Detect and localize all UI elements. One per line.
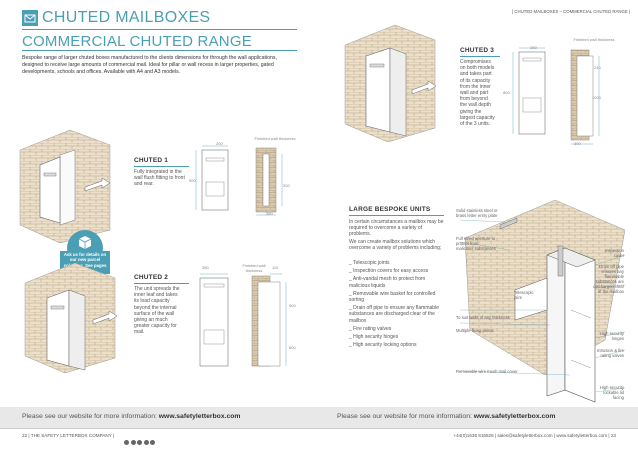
list-item: _ Removable wire basket for controlled s… bbox=[349, 290, 436, 304]
instagram-icon[interactable] bbox=[150, 440, 155, 445]
linkedin-icon[interactable] bbox=[137, 440, 142, 445]
list-item: _ High security hinges bbox=[349, 334, 399, 341]
footer-page-left: 22 | THE SAFETY LETTERBOX COMPANY | bbox=[22, 433, 115, 438]
chuted1-wall-label: Finished wall thickness bbox=[254, 136, 296, 141]
chuted3-dim-wall: 300 bbox=[574, 141, 581, 146]
label-fire-valves: Intrusion & fire rating valves bbox=[597, 348, 624, 358]
bespoke-intro1: In certain circumstances a mailbox may b… bbox=[349, 219, 444, 238]
chuted3-wall-label: Finished wall thickness bbox=[573, 37, 615, 42]
page-subtitle: COMMERCIAL CHUTED RANGE bbox=[22, 33, 252, 50]
mailbox-icon bbox=[22, 10, 38, 26]
label-telescopic-joint: Telescopic joint bbox=[514, 290, 534, 300]
footer-cta-left: Please see our website for more informat… bbox=[22, 413, 240, 420]
list-item: _ Inspection covers for easy access bbox=[349, 268, 429, 275]
chuted1-dim-wall: 380 bbox=[266, 211, 273, 216]
intro-paragraph: Bespoke range of larger chuted boxes man… bbox=[22, 55, 277, 76]
list-item: _ Anti-vandal mesh to protect from malic… bbox=[349, 276, 426, 289]
chuted1-dim-depth: 300 bbox=[283, 183, 290, 188]
chuted3-heading: CHUTED 3 bbox=[460, 47, 495, 54]
bespoke-list: _ Telescopic joints _ Inspection covers … bbox=[349, 260, 441, 350]
list-item: _ Drain off pipe to ensure any flammable… bbox=[349, 305, 439, 324]
label-lockable-lid: High security lockable lid facing bbox=[599, 385, 624, 400]
chuted1-text: Fully integrated in the wall flush fitti… bbox=[134, 169, 185, 188]
title-block bbox=[22, 10, 38, 31]
chuted2-dim-height: 900 bbox=[289, 303, 296, 308]
label-drain-pipe: Drain off pipe ensures any flammable sub… bbox=[593, 264, 624, 294]
label-aperture: Full sized aperture to protect from mali… bbox=[456, 236, 496, 251]
footer-cta-right-text: Please see our website for more informat… bbox=[337, 413, 474, 420]
bespoke-heading: LARGE BESPOKE UNITS bbox=[349, 206, 431, 213]
label-fixing-points: Multiple fixing points bbox=[456, 328, 494, 333]
twitter-icon[interactable] bbox=[130, 440, 136, 445]
chuted3-dim-height: 800 bbox=[503, 90, 510, 95]
footer-link-right[interactable]: www.safetyletterbox.com bbox=[473, 413, 556, 420]
chuted3-text: Compromises on both models and takes par… bbox=[460, 59, 495, 128]
chuted3-dim-inner: 240 bbox=[594, 65, 601, 70]
chuted2-wall-label: Finished wall thickness bbox=[242, 263, 266, 273]
chuted2-dim-lower: 600 bbox=[289, 345, 296, 350]
footer-page-right: +44(0)1636 816526 | sales@safetyletterbo… bbox=[453, 433, 616, 438]
footer-cta-left-text: Please see our website for more informat… bbox=[22, 413, 159, 420]
list-item: _ Telescopic joints bbox=[349, 260, 390, 266]
chuted2-dim-outer: 110 bbox=[272, 265, 279, 270]
footer-cta-right: Please see our website for more informat… bbox=[337, 413, 555, 420]
chuted1-wall-illustration bbox=[19, 129, 111, 244]
chuted1-heading: CHUTED 1 bbox=[134, 157, 169, 164]
social-icons bbox=[124, 432, 157, 450]
footer-link-left[interactable]: www.safetyletterbox.com bbox=[158, 413, 241, 420]
label-wire-mesh: Removable wire mesh mail cover bbox=[456, 369, 518, 374]
label-inspection-cover: Inspection cover bbox=[604, 248, 624, 258]
footer-band bbox=[0, 407, 638, 428]
chuted2-wall-illustration bbox=[24, 262, 118, 374]
chuted1-dim-width: 200 bbox=[216, 141, 223, 146]
facebook-icon[interactable] bbox=[124, 440, 129, 445]
chuted1-dimension-drawing bbox=[195, 145, 283, 216]
list-item: _ High security locking options bbox=[349, 342, 417, 349]
chuted2-dimension-drawing bbox=[199, 273, 287, 367]
page-title: CHUTED MAILBOXES bbox=[42, 9, 211, 26]
chuted3-dimension-drawing bbox=[512, 47, 600, 145]
header-breadcrumb: | CHUTED MAILBOXES – COMMERCIAL CHUTED R… bbox=[512, 9, 630, 14]
parcel-box-icon bbox=[78, 236, 92, 249]
bespoke-wall-illustration bbox=[459, 199, 626, 403]
label-any-thickness: To suit walls of any thickness bbox=[456, 315, 510, 320]
chuted2-heading: CHUTED 2 bbox=[134, 274, 169, 281]
chuted3-dim-width: 280 bbox=[530, 45, 537, 50]
chuted1-dim-height: 900 bbox=[189, 178, 196, 183]
list-item: _ Fire rating valves bbox=[349, 325, 392, 332]
label-hinges: High security hinges bbox=[599, 331, 624, 341]
chuted3-wall-illustration bbox=[344, 24, 437, 143]
bespoke-intro2: We can create mailbox solutions which ov… bbox=[349, 239, 442, 252]
chuted2-text: The unit spreads the inner leaf and take… bbox=[134, 286, 180, 336]
chuted2-dim-width: 380 bbox=[202, 265, 209, 270]
label-entry-plate: Solid stainless steel or brass letter en… bbox=[456, 208, 498, 218]
youtube-icon[interactable] bbox=[143, 440, 149, 445]
chuted3-dim-depth: 1000 bbox=[592, 95, 601, 100]
